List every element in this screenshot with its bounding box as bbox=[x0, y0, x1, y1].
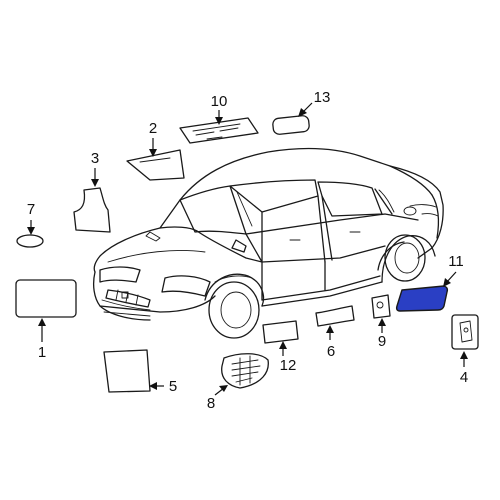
part-13-plate bbox=[272, 115, 310, 135]
callout-5: 5 bbox=[169, 378, 177, 395]
part-7-oval-badge bbox=[16, 234, 44, 248]
part-11-highlighted-label bbox=[395, 285, 449, 312]
part-8-pad bbox=[221, 353, 269, 389]
part-10-header-plate bbox=[179, 117, 259, 144]
callout-13: 13 bbox=[314, 89, 331, 106]
part-3-curved-label bbox=[73, 187, 111, 233]
part-4-bracket bbox=[451, 314, 479, 350]
callout-2: 2 bbox=[149, 120, 157, 137]
part-5-card bbox=[103, 349, 151, 393]
callout-6: 6 bbox=[327, 343, 335, 360]
part-6-strip bbox=[315, 305, 355, 327]
callout-1: 1 bbox=[38, 344, 46, 361]
callout-7: 7 bbox=[27, 201, 35, 218]
callout-11: 11 bbox=[448, 253, 464, 270]
part-1-label-panel bbox=[15, 279, 77, 318]
callout-10: 10 bbox=[211, 93, 228, 110]
callout-4: 4 bbox=[460, 369, 468, 386]
callout-12: 12 bbox=[280, 357, 297, 374]
part-9-plate bbox=[371, 294, 391, 319]
leader-lines bbox=[27, 102, 468, 396]
callout-3: 3 bbox=[91, 150, 99, 167]
callout-9: 9 bbox=[378, 333, 386, 350]
part-12-tag bbox=[262, 320, 299, 344]
part-2-wedge-tag bbox=[126, 149, 185, 181]
car-illustration bbox=[93, 147, 444, 339]
callout-8: 8 bbox=[207, 395, 215, 412]
callout-numbers: 1 2 3 4 5 6 7 8 9 10 11 12 13 bbox=[27, 89, 468, 412]
